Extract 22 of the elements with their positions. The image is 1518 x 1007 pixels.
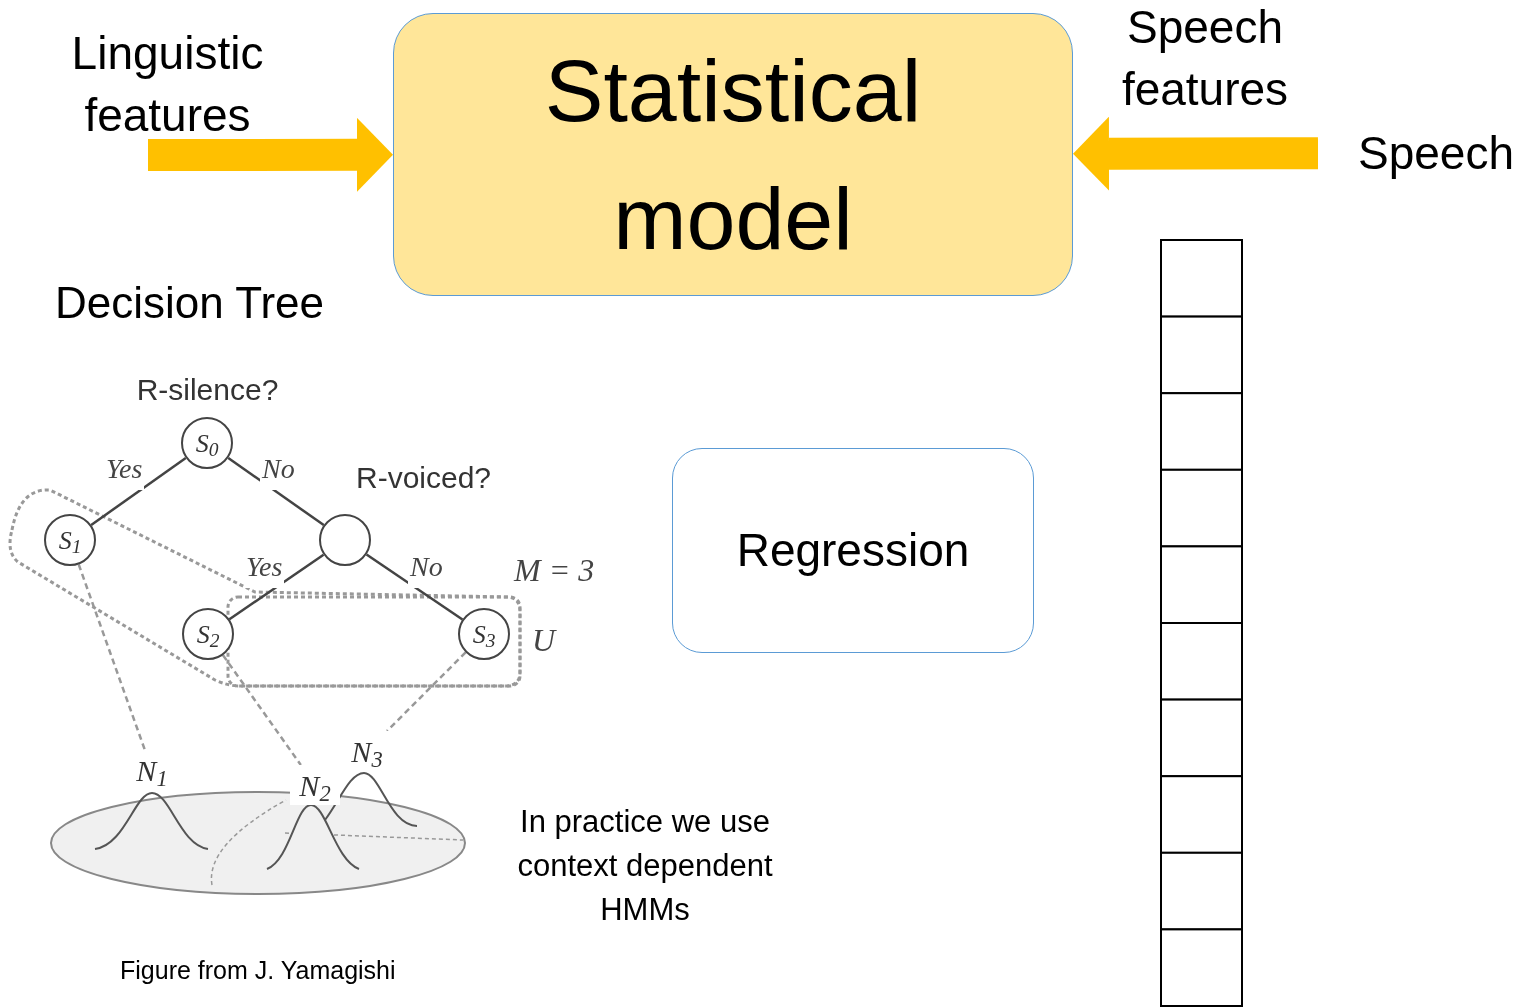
source-credit: Figure from J. Yamagishi: [120, 955, 396, 986]
distribution-label: N$_{2}$: [290, 765, 340, 805]
dashed-link: [222, 654, 302, 766]
tree-branch: [90, 457, 187, 526]
note-text: In practice we use context dependent HMMs: [516, 803, 774, 929]
tree-branch: [365, 553, 464, 621]
math-label: U: [532, 621, 556, 660]
question-label: R-silence?: [135, 372, 280, 408]
question-label: R-voiced?: [356, 460, 493, 496]
dashed-link: [77, 564, 147, 751]
edge-label: Linguistic features: [70, 26, 265, 143]
block-arrow: [1073, 116, 1318, 191]
tree-branch: [227, 456, 325, 527]
tree-branch: [228, 553, 325, 621]
section-title: Decision Tree: [55, 277, 324, 329]
input-label: Speech: [1318, 125, 1514, 181]
process-box: Regression: [672, 448, 1034, 653]
dashed-link: [386, 651, 467, 732]
model-box: Statistical model: [393, 13, 1073, 296]
block-arrow: [148, 117, 393, 192]
edge-label: Speech features: [1120, 0, 1290, 117]
math-label: M = 3: [514, 551, 595, 590]
